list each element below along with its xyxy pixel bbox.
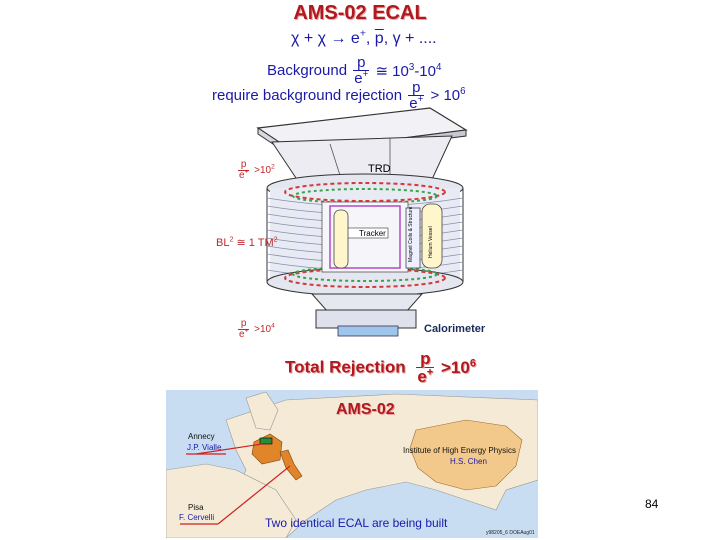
ams02-detector-diagram	[256, 107, 468, 337]
trd-ratio-fraction: p e+	[238, 160, 250, 181]
trd-ratio-gt: >10	[251, 165, 272, 176]
reaction-lhs: χ + χ → e	[291, 30, 360, 47]
annecy-leader	[195, 443, 263, 455]
cal-ratio-den: e+	[238, 327, 249, 340]
background-label: Background	[267, 62, 348, 79]
total-rejection-label: Total Rejection	[285, 357, 406, 377]
rejection-value: > 106	[426, 86, 466, 104]
pisa-person: F. Cervelli	[179, 513, 215, 522]
cal-ratio-fraction: p e+	[238, 319, 250, 340]
annecy-person: J.P. Vialle	[187, 443, 222, 452]
map-caption: Two identical ECAL are being built	[265, 516, 448, 530]
total-rejection-den-sup: +	[426, 366, 434, 379]
trd-ratio-den-base: e	[239, 170, 245, 181]
total-rejection-den: e+	[416, 366, 434, 386]
rejection-den: e+	[408, 94, 424, 112]
background-dash: -10	[414, 62, 436, 80]
ihep-person: H.S. Chen	[450, 457, 487, 466]
left-vessel-panel	[333, 209, 349, 269]
background-den-base: e	[354, 70, 363, 87]
background-exp1: 3	[408, 61, 415, 73]
map-africa-land	[166, 463, 297, 538]
background-line: Background p e+ ≅ 103-104	[267, 55, 441, 86]
cal-ratio-exp: 4	[271, 322, 275, 330]
rejection-gt: > 10	[426, 87, 461, 104]
map-china	[409, 419, 523, 491]
rejection-exp: 6	[460, 86, 466, 97]
rejection-num: p	[408, 80, 425, 96]
total-rejection-exp: 6	[469, 356, 476, 369]
calorimeter-label: Calorimeter	[424, 323, 486, 335]
cal-ratio-annotation: p e+ >104	[236, 319, 275, 340]
helium-label: Helium Vessel	[428, 226, 434, 258]
map-title: AMS-02	[336, 401, 395, 418]
page-title: AMS-02 ECAL	[293, 2, 427, 24]
bl2-sup: 2	[229, 235, 234, 244]
background-approx: ≅ 10	[371, 62, 409, 80]
trd-ratio-value: >102	[251, 163, 275, 176]
reaction-line: χ + χ → e+, p, γ + ....	[291, 28, 437, 48]
total-rejection-line: Total Rejection p e+ >106	[285, 350, 476, 385]
background-fraction: p e+	[353, 55, 370, 87]
bl2-sup2: 2	[273, 235, 278, 244]
reaction-sep: ,	[365, 30, 375, 47]
annecy-label: Annecy	[188, 432, 215, 441]
bl2-rest: ≅ 1 TM	[233, 237, 274, 249]
rejection-den-sup: +	[417, 94, 424, 105]
rejection-requirement-line: require background rejection p e+ > 106	[212, 80, 466, 111]
trd-ratio-exp: 2	[271, 163, 275, 171]
antiproton: p	[374, 30, 384, 47]
bl2-annotation: BL2 ≅ 1 TM2	[216, 236, 278, 249]
reaction-rest: , γ + ....	[383, 30, 437, 47]
map-france	[251, 433, 283, 465]
background-den: e+	[353, 69, 369, 87]
rejection-fraction: p e+	[408, 80, 425, 112]
lower-support	[310, 293, 424, 337]
world-map	[166, 390, 538, 538]
total-rejection-num: p	[416, 350, 435, 368]
map-italy	[279, 449, 303, 481]
magnet-label: Magnet Coils & Structure	[408, 206, 414, 262]
map-switzerland-marker	[259, 437, 273, 445]
ihep-label: Institute of High Energy Physics	[403, 446, 516, 455]
total-rejection-gt: >10	[436, 357, 470, 377]
map-footer: y98205_6 DOEAug01	[486, 530, 535, 536]
trd-ratio-annotation: p e+ >102	[236, 160, 275, 181]
tracker-label: Tracker	[359, 229, 386, 238]
trd-ratio-den-sup: +	[244, 168, 249, 176]
cal-ratio-value: >104	[251, 322, 275, 335]
background-den-sup: +	[362, 69, 369, 80]
positron-sup: +	[359, 28, 366, 40]
cal-ratio-den-sup: +	[244, 327, 249, 335]
background-exp2: 4	[436, 61, 442, 73]
trd-ratio-num: p	[238, 160, 250, 171]
helium-vessel-panel	[421, 203, 443, 269]
rejection-den-base: e	[409, 95, 418, 112]
trd-ratio-den: e+	[238, 168, 249, 181]
cal-ratio-num: p	[238, 319, 250, 330]
total-rejection-fraction: p e+	[416, 350, 435, 386]
magnet-panel	[405, 207, 421, 269]
total-rejection-den-base: e	[417, 367, 427, 386]
page-number: 84	[645, 497, 659, 511]
rejection-label: require background rejection	[212, 87, 403, 104]
bl2-text: BL	[216, 237, 230, 249]
cal-ratio-den-base: e	[239, 329, 245, 340]
background-num: p	[353, 55, 370, 71]
map-scandinavia	[245, 391, 279, 431]
total-rejection-value: >106	[436, 356, 476, 377]
background-value: ≅ 103-104	[371, 61, 442, 80]
pisa-label: Pisa	[188, 503, 204, 512]
trd-label: TRD	[368, 163, 391, 175]
pisa-leader	[217, 465, 291, 525]
cal-ratio-gt: >10	[251, 324, 272, 335]
